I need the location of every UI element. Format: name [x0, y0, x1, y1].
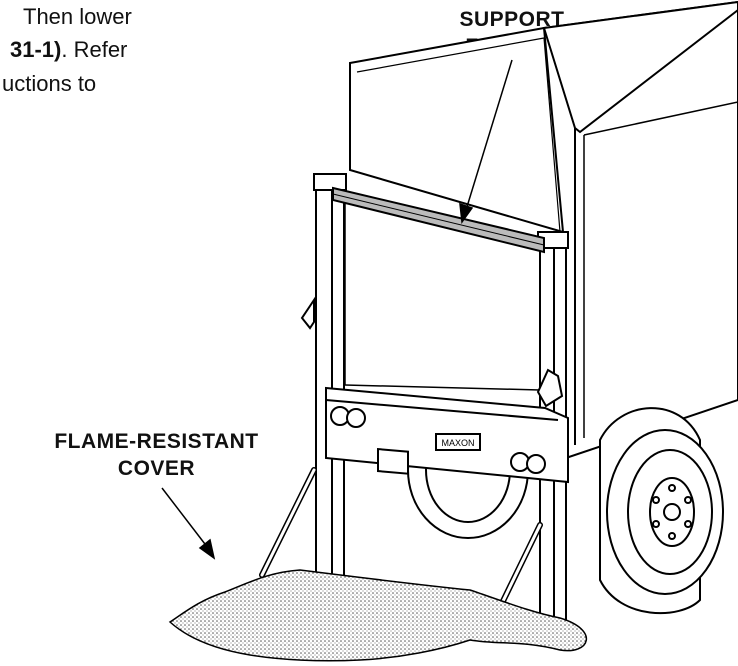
- flame-resistant-cover-arrow: [161, 487, 216, 560]
- support-fixture-bar: [332, 186, 545, 254]
- instruction-line-2-rest: . Refer: [61, 37, 128, 62]
- flame-resistant-cover-label-line-2: COVER: [117, 457, 196, 480]
- cargo-opening: [344, 199, 541, 391]
- flame-resistant-cover: [168, 569, 587, 662]
- instruction-line-1: Then lower: [23, 4, 132, 29]
- instruction-line-2: 31-1). Refer: [10, 34, 127, 66]
- lift-cross-member: MAXON: [325, 386, 569, 484]
- left-column: [300, 173, 347, 579]
- support-fixture-label-line-1: SUPPORT: [459, 8, 565, 31]
- figure-reference: 31-1): [10, 37, 62, 62]
- flame-resistant-cover-label-line-1: FLAME-RESISTANT: [54, 430, 259, 453]
- flame-resistant-cover-label: FLAME-RESISTANT COVER: [34, 428, 279, 482]
- panel-logo-text: MAXON: [441, 438, 474, 448]
- rear-tire-right: [599, 407, 724, 615]
- support-fixture-arrow: [459, 59, 513, 225]
- instruction-line-3: uctions to: [2, 71, 97, 96]
